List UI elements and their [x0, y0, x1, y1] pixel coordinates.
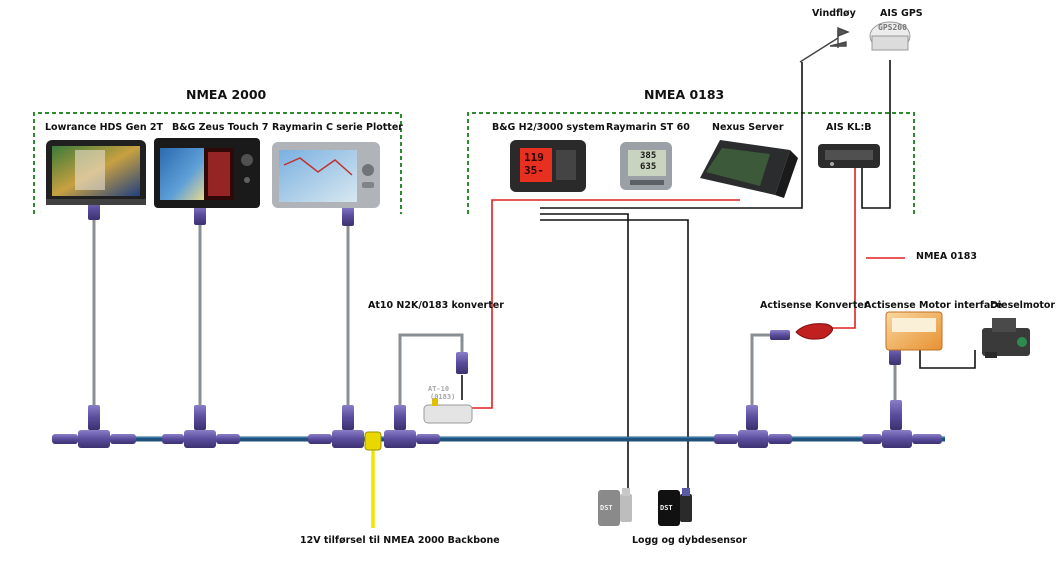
- t-connector-4: [384, 405, 440, 448]
- lowrance-label: Lowrance HDS Gen 2T: [45, 122, 163, 133]
- wind-vane-icon: [799, 26, 850, 63]
- ais-gps-icon: [869, 21, 911, 51]
- at10-label: At10 N2K/0183 konverter: [368, 300, 504, 311]
- st60-label: Raymarin ST 60: [606, 122, 690, 133]
- t-connectors: [52, 400, 942, 448]
- vindfloy-label: Vindfløy: [812, 8, 856, 19]
- actisense-converter-icon: [795, 323, 833, 340]
- diesel-engine-icon: [982, 318, 1030, 358]
- bg-h2-label: B&G H2/3000 system: [492, 122, 605, 133]
- ais-klb-label: AIS KL:B: [826, 122, 872, 133]
- t-connector-3: [308, 405, 364, 448]
- gps200-text: GPS200: [878, 23, 907, 32]
- drop-connectors: [88, 198, 901, 374]
- ais-klb-icon: [818, 144, 880, 168]
- dieselmotor-label: Dieselmotor: [990, 300, 1056, 311]
- bg-display-top: 119: [524, 151, 544, 164]
- dst-black-text: DST: [660, 504, 673, 512]
- nexus-label: Nexus Server: [712, 122, 784, 133]
- zeus-display-icon: [154, 138, 260, 208]
- at10-chip-line2: (0183): [430, 393, 456, 401]
- st60-instrument-icon: [620, 142, 672, 190]
- dst-grey-text: DST: [600, 504, 613, 512]
- drop-cables: [92, 210, 897, 415]
- t-connector-6: [862, 400, 942, 448]
- actisense-motor-icon: [885, 311, 943, 351]
- bg-display-bottom: 35-: [524, 164, 544, 177]
- t-connector-1: [52, 405, 136, 448]
- nmea0183-red-wires: [462, 168, 905, 409]
- st60-display-bottom: 635: [640, 162, 657, 172]
- actisense-konverter-label: Actisense Konverter: [760, 300, 869, 311]
- bg-h2-instrument-icon: [510, 140, 586, 192]
- nmea2000-group-border: [33, 112, 402, 214]
- raymarine-c-display-icon: [272, 142, 380, 208]
- t-connector-5: [714, 405, 792, 448]
- dst-transducer-grey-icon: [598, 488, 632, 526]
- nexus-server-icon: [700, 140, 798, 198]
- legend-nmea0183-label: NMEA 0183: [916, 251, 977, 262]
- raymarine-c-label: Raymarin C serie Plotter: [272, 122, 403, 133]
- ais-gps-label: AIS GPS: [880, 8, 923, 19]
- at10-converter-icon: [423, 398, 473, 424]
- at10-chip-line1: AT-10: [428, 385, 450, 393]
- signal-wires: [461, 60, 976, 490]
- nmea0183-title: NMEA 0183: [644, 87, 725, 102]
- lowrance-display-icon: [46, 140, 146, 205]
- actisense-motor-label: Actisense Motor interface: [864, 300, 1003, 311]
- nmea0183-group-border: [467, 112, 915, 214]
- st60-display-top: 385: [640, 151, 657, 161]
- power-label: 12V tilførsel til NMEA 2000 Backbone: [300, 535, 500, 546]
- power-tee-yellow: [364, 431, 382, 451]
- t-connector-2: [162, 405, 240, 448]
- zeus-label: B&G Zeus Touch 7: [172, 122, 269, 133]
- nmea2000-title: NMEA 2000: [186, 87, 267, 102]
- dst-transducer-black-icon: [658, 488, 692, 526]
- logg-label: Logg og dybdesensor: [632, 535, 747, 546]
